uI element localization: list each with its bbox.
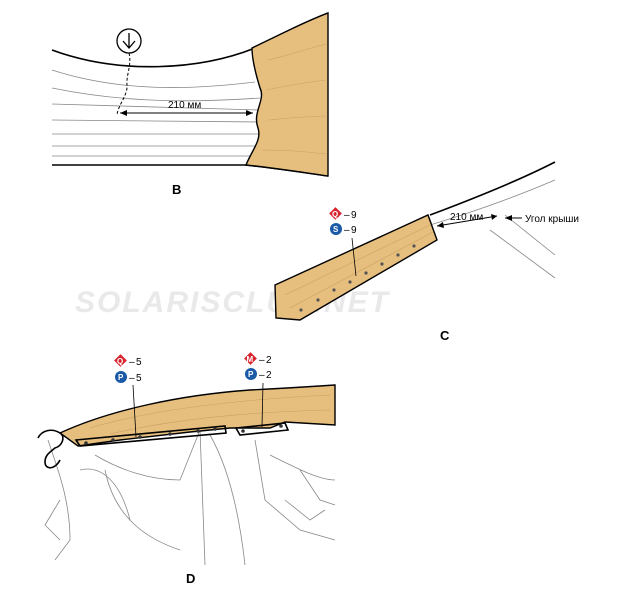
svg-text:P: P	[118, 373, 124, 382]
panel-c-mark-s: S ‒ 9	[330, 223, 357, 236]
panel-d-right-mark-p: P ‒ 2	[245, 368, 272, 381]
svg-text:2: 2	[266, 370, 272, 381]
panel-c-label: C	[440, 328, 450, 343]
svg-text:‒: ‒	[259, 370, 265, 381]
panel-d: Q ‒ 5 P ‒ 5 M ‒ 2 P ‒ 2 D	[37, 352, 336, 586]
svg-text:5: 5	[136, 357, 142, 368]
svg-text:S: S	[333, 225, 339, 234]
headliner-section-d	[58, 384, 336, 447]
svg-text:‒: ‒	[344, 225, 350, 236]
svg-text:‒: ‒	[129, 357, 135, 368]
panel-c-mark-q-count: ‒	[344, 210, 350, 221]
svg-text:Q: Q	[332, 210, 338, 219]
panel-d-label: D	[186, 571, 195, 586]
panel-c: Q ‒ 9 S ‒ 9 210 мм Угол крыши C	[274, 161, 579, 343]
roof-corner-label: Угол крыши	[525, 214, 579, 225]
svg-text:9: 9	[351, 225, 357, 236]
svg-text:Q: Q	[117, 357, 123, 366]
svg-text:‒: ‒	[129, 373, 135, 384]
headliner-section-b	[245, 11, 329, 177]
svg-text:M: M	[247, 355, 254, 364]
dimension-arrow-icon	[120, 110, 253, 116]
push-pin-clip-icon	[116, 28, 142, 54]
panel-c-roof-edge	[429, 161, 556, 216]
panel-d-left-mark-p: P ‒ 5	[115, 371, 142, 384]
svg-text:‒: ‒	[259, 355, 265, 366]
panel-d-right-mark-m: M ‒ 2	[244, 352, 272, 366]
panel-b-dimension: 210 мм	[168, 100, 201, 111]
svg-text:2: 2	[266, 355, 272, 366]
panel-b: 210 мм B	[51, 11, 329, 197]
panel-c-dimension: 210 мм	[450, 212, 483, 223]
panel-c-mark-q: Q ‒ 9	[329, 207, 357, 221]
panel-d-left-mark-q: Q ‒ 5	[114, 354, 142, 368]
svg-text:9: 9	[351, 210, 357, 221]
panel-b-label: B	[172, 182, 181, 197]
svg-text:P: P	[248, 370, 254, 379]
svg-text:5: 5	[136, 373, 142, 384]
